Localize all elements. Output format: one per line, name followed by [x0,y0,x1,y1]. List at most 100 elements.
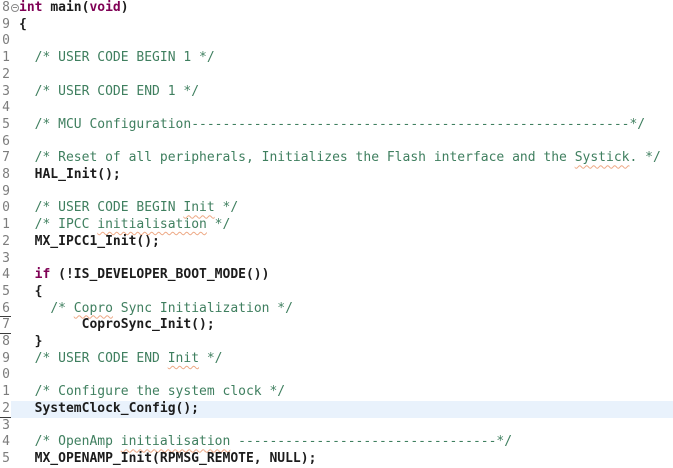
code-text: /* OpenAmp initialisation --------------… [19,434,673,451]
code-line[interactable]: 4 [0,100,673,117]
code-segment [19,384,35,399]
code-segment [19,301,50,316]
code-segment: void [89,0,121,15]
code-segment [19,217,35,232]
fold-column [11,400,19,418]
code-text: } [19,334,673,351]
code-segment: ---------------------------------*/ [230,434,513,450]
code-text: { [19,284,673,301]
fold-column [11,17,19,34]
fold-column [11,234,19,251]
code-segment: */ [214,200,239,216]
code-line[interactable]: 0 [0,33,673,51]
code-line[interactable]: 5 /* MCU Configuration------------------… [0,116,673,134]
code-text: MX_OPENAMP_Init(RPMSG_REMOTE, NULL); [19,451,673,468]
code-line[interactable]: 3 [0,250,673,268]
code-text: /* USER CODE END Init */ [19,351,673,368]
line-number: 5 [0,450,11,468]
code-line[interactable]: 8 } [0,334,673,351]
code-line[interactable]: 8 HAL_Init(); [0,167,673,184]
line-number: 2 [0,233,11,251]
code-text: /* MCU Configuration--------------------… [19,117,673,134]
code-segment: HAL_Init(); [19,167,121,183]
code-line[interactable]: 4 /* OpenAmp initialisation ------------… [0,434,673,451]
code-line[interactable]: 5 MX_OPENAMP_Init(RPMSG_REMOTE, NULL); [0,450,673,468]
code-line[interactable]: 7 CoproSync_Init(); [0,317,673,335]
code-segment: /* Configure the system clock */ [34,384,286,400]
fold-column [11,217,19,234]
code-text: { [19,17,673,34]
code-line[interactable]: 4 if (!IS_DEVELOPER_BOOT_MODE()) [0,267,673,284]
code-segment: /* OpenAmp [34,434,121,450]
fold-column [11,451,19,468]
fold-column [11,334,19,351]
code-line[interactable]: 0 [0,367,673,385]
code-text: /* USER CODE END 1 */ [19,84,673,101]
code-line[interactable]: 1 /* USER CODE BEGIN 1 */ [0,50,673,67]
code-segment: (!IS_DEVELOPER_BOOT_MODE()) [50,267,270,283]
code-segment: /* MCU Configuration--------------------… [34,116,646,132]
fold-column [11,134,19,151]
code-line[interactable]: 0 /* USER CODE BEGIN Init */ [0,200,673,218]
fold-column [11,384,19,401]
code-line[interactable]: 2 [0,66,673,84]
fold-column [11,317,19,334]
code-segment: ) [120,0,129,15]
line-number: 5 [0,283,11,301]
fold-column [11,367,19,384]
code-segment: /* USER CODE BEGIN [34,200,184,216]
code-segment: CoproSync_Init(); [19,317,215,333]
code-segment: ( [81,0,90,15]
fold-column [11,100,19,117]
code-segment [19,84,35,99]
line-number: 0 [0,367,11,385]
fold-column [11,267,19,284]
code-line[interactable]: 2 MX_IPCC1_Init(); [0,233,673,251]
code-segment: /* [50,300,74,316]
code-text: int main(void) [19,0,673,17]
line-number: 8 [0,334,11,351]
code-text [19,418,673,435]
code-segment [19,200,35,215]
code-segment: . */ [629,150,661,166]
spellcheck-underlined-word: initialisation [120,434,231,450]
line-number: 6 [0,300,11,318]
code-line[interactable]: 6 /* Copro Sync Initialization */ [0,300,673,318]
code-segment [19,150,35,165]
line-number: 0 [0,200,11,218]
line-number: 9 [0,16,11,34]
code-line[interactable]: 3 [0,417,673,435]
code-text [19,184,673,201]
code-line[interactable]: 9 [0,183,673,201]
code-line-current[interactable]: 2 SystemClock_Config(); [0,400,673,418]
code-text: /* Reset of all peripherals, Initializes… [19,150,673,167]
line-number: 2 [0,400,11,418]
code-text [19,67,673,84]
line-number: 4 [0,267,11,284]
code-line[interactable]: 1 /* IPCC initialisation */ [0,217,673,234]
line-number: 3 [0,250,11,268]
code-line[interactable]: 9 /* USER CODE END Init */ [0,350,673,368]
code-segment: } [19,334,43,350]
code-line[interactable]: 9{ [0,16,673,34]
code-segment [19,50,35,65]
code-text [19,33,673,50]
code-line[interactable]: 7 /* Reset of all peripherals, Initializ… [0,150,673,168]
code-line[interactable]: 6 [0,133,673,151]
code-line[interactable]: 3 /* USER CODE END 1 */ [0,83,673,101]
line-number: 3 [0,83,11,101]
line-number: 5 [0,116,11,134]
line-number: 1 [0,384,11,401]
collapse-minus-icon[interactable] [11,3,19,12]
line-number: 6 [0,133,11,151]
code-text: /* Copro Sync Initialization */ [19,301,673,318]
code-segment: */ [199,350,223,366]
code-segment: /* IPCC [34,217,98,233]
spellcheck-underlined-word: initialisation [97,217,207,233]
code-line[interactable]: 5 { [0,283,673,301]
fold-column [11,67,19,84]
code-text: MX_IPCC1_Init(); [19,234,673,251]
code-line[interactable]: 1 /* Configure the system clock */ [0,384,673,401]
